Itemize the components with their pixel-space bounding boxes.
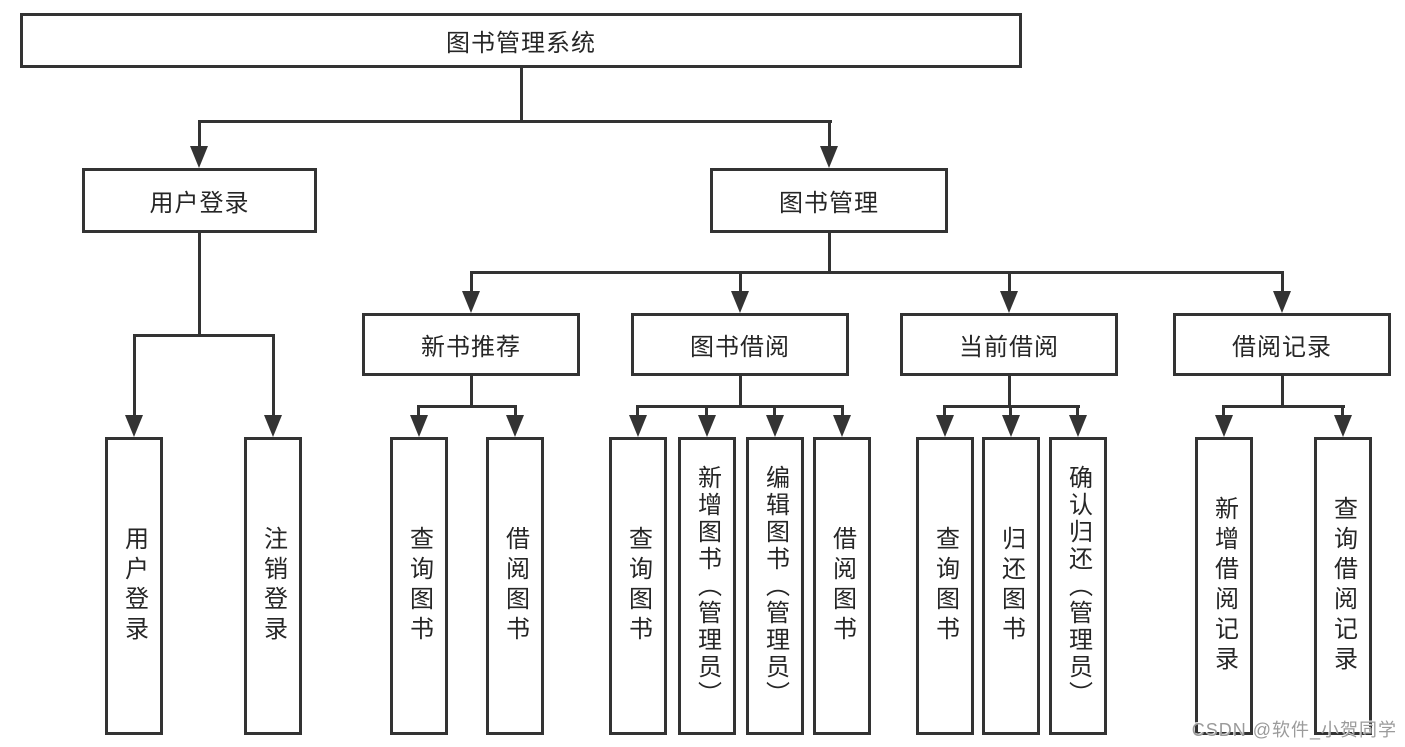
leaf-borrow-books: 借阅图书 [813,437,871,735]
node-user-login: 用户登录 [82,168,317,233]
leaf-edit-book-admin: 编辑图书（管理员） [746,437,804,735]
connector-line [1008,271,1011,293]
connector-line [198,233,201,337]
connector-line [943,405,946,417]
connector-line [828,233,831,273]
node-book-borrowing: 图书借阅 [631,313,849,376]
arrow-down-icon [936,415,954,437]
arrow-down-icon [820,146,838,168]
connector-line [1222,405,1225,417]
arrow-down-icon [766,415,784,437]
connector-line [1008,376,1011,408]
arrow-down-icon [190,146,208,168]
leaf-add-borrow-record: 新增借阅记录 [1195,437,1253,735]
leaf-query-books-recommend: 查询图书 [390,437,448,735]
leaf-add-book-admin: 新增图书（管理员） [678,437,736,735]
arrow-down-icon [1069,415,1087,437]
connector-line [739,271,742,293]
watermark: CSDN @软件_小贺同学 [1191,720,1397,740]
leaf-return-books: 归还图书 [982,437,1040,735]
connector-line [514,405,517,417]
leaf-query-borrow-record: 查询借阅记录 [1314,437,1372,735]
connector-line [739,376,742,408]
node-library-system: 图书管理系统 [20,13,1022,68]
connector-line [1341,405,1344,417]
arrow-down-icon [462,291,480,313]
connector-line [828,120,831,147]
connector-line [133,334,275,337]
connector-line [636,405,639,417]
node-borrowing-records: 借阅记录 [1173,313,1391,376]
leaf-logout: 注销登录 [244,437,302,735]
connector-line [1076,405,1079,417]
node-new-book-recommendation: 新书推荐 [362,313,580,376]
arrow-down-icon [1334,415,1352,437]
arrow-down-icon [629,415,647,437]
connector-line [417,405,517,408]
node-book-management: 图书管理 [710,168,948,233]
connector-line [636,405,844,408]
leaf-query-books-current: 查询图书 [916,437,974,735]
connector-line [470,271,473,293]
arrow-down-icon [410,415,428,437]
connector-line [470,271,1284,274]
connector-line [417,405,420,417]
connector-line [1222,405,1345,408]
arrow-down-icon [1000,291,1018,313]
connector-line [841,405,844,417]
leaf-borrow-books-recommend: 借阅图书 [486,437,544,735]
leaf-query-books-borrowing: 查询图书 [609,437,667,735]
connector-line [198,120,201,147]
connector-line [1281,376,1284,408]
connector-line [773,405,776,417]
arrow-down-icon [731,291,749,313]
arrow-down-icon [1215,415,1233,437]
connector-line [1281,271,1284,293]
arrow-down-icon [1002,415,1020,437]
connector-line [520,68,523,123]
arrow-down-icon [1273,291,1291,313]
connector-line [198,120,832,123]
arrow-down-icon [833,415,851,437]
arrow-down-icon [506,415,524,437]
connector-line [705,405,708,417]
leaf-user-login: 用户登录 [105,437,163,735]
connector-line [133,334,136,416]
leaf-confirm-return-admin: 确认归还（管理员） [1049,437,1107,735]
node-current-borrowing: 当前借阅 [900,313,1118,376]
arrow-down-icon [264,415,282,437]
connector-line [1009,405,1012,417]
connector-line [272,334,275,416]
arrow-down-icon [125,415,143,437]
arrow-down-icon [698,415,716,437]
connector-line [470,376,473,408]
